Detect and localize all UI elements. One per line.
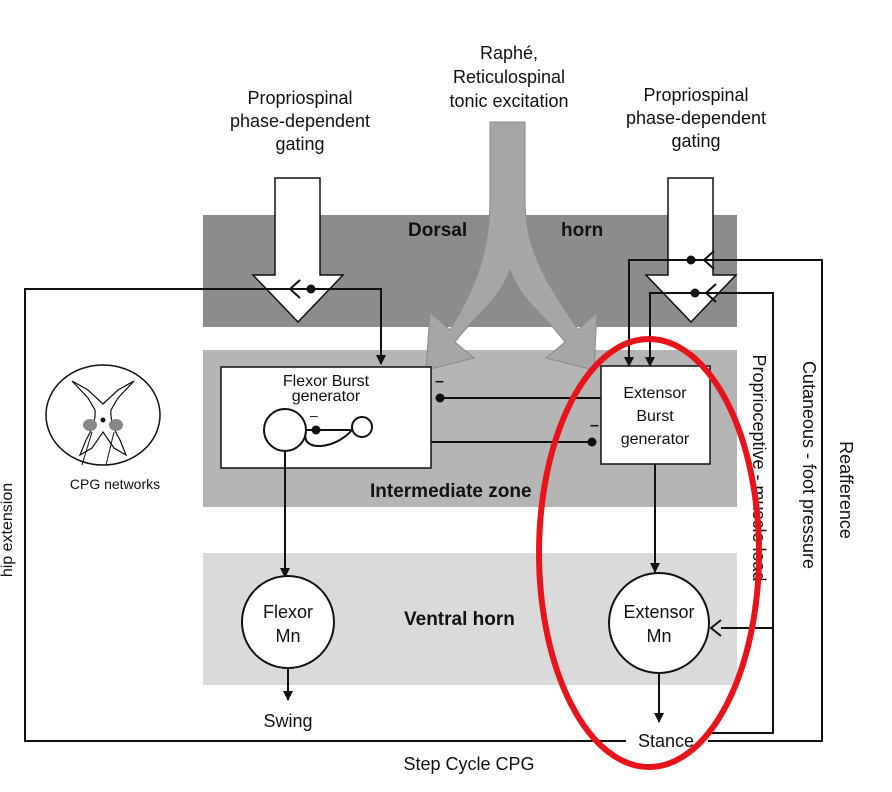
- flexor-neuron-small: [351, 416, 373, 438]
- swing-label: Swing: [263, 711, 312, 731]
- inhibition-minus-flexor: –: [435, 373, 444, 390]
- left-propriospinal-1: Propriospinal: [247, 88, 352, 108]
- inhibition-minus-extensor: –: [590, 417, 599, 434]
- flexor-loop: [304, 429, 353, 447]
- proprioceptive-synapse-dot: [690, 288, 700, 298]
- stance-label-bg: [626, 729, 706, 751]
- right-propriospinal-1: Propriospinal: [643, 85, 748, 105]
- cpg-networks-label: CPG networks: [70, 476, 160, 492]
- intermediate-zone-label: Intermediate zone: [370, 481, 532, 502]
- hip-extension-label: hip extension: [0, 483, 16, 577]
- extensor-burst-generator: [600, 365, 711, 465]
- hip-extension-pathway: [24, 288, 655, 742]
- cutaneous-synapse-dot: [686, 255, 696, 265]
- reafference-label: Reafference: [836, 441, 856, 539]
- extensor-burst-label-3: generator: [621, 431, 690, 448]
- left-propriospinal-3: gating: [275, 134, 324, 154]
- flexor-burst-label-1: Flexor Burst: [283, 373, 370, 390]
- cutaneous-label: Cutaneous - foot pressure: [799, 361, 819, 569]
- flexor-inhibit-dot: [311, 425, 321, 435]
- cutaneous-synapse: [702, 250, 715, 270]
- horn-label: horn: [561, 220, 603, 241]
- extensor-mn-synapse: [709, 619, 722, 637]
- highlight-annotation-ellipse: [536, 336, 762, 770]
- flexor-burst-generator: [220, 366, 432, 469]
- raphe-label-3: tonic excitation: [449, 91, 568, 111]
- step-cycle-cpg-label: Step Cycle CPG: [403, 754, 534, 774]
- extensor-burst-label-1: Extensor: [623, 385, 687, 402]
- raphe-label-2: Reticulospinal: [453, 67, 565, 87]
- extensor-burst-label-2: Burst: [636, 408, 674, 425]
- stance-label: Stance: [638, 731, 694, 751]
- raphe-label-1: Raphé,: [480, 43, 538, 63]
- left-gating-arrow: [251, 177, 345, 324]
- flexor-mn-label-2: Mn: [275, 626, 300, 646]
- left-synapse-dot: [306, 284, 316, 294]
- proprioceptive-synapse: [704, 283, 717, 303]
- flexor-burst-label-2: generator: [292, 388, 361, 405]
- flexor-mn-label-1: Flexor: [263, 602, 313, 622]
- flexor-mn: [241, 575, 335, 669]
- cutaneous-pathway: [624, 259, 823, 742]
- spinal-cord-icon: [45, 364, 161, 466]
- extensor-mn-label-2: Mn: [646, 626, 671, 646]
- inhibition-dot-flexor: [435, 393, 445, 403]
- right-propriospinal-3: gating: [671, 131, 720, 151]
- extensor-mn: [608, 572, 710, 674]
- flexor-neuron-large: [263, 408, 307, 452]
- dorsal-label: Dorsal: [408, 220, 467, 241]
- proprioceptive-pathway: [645, 292, 774, 734]
- flexor-inner-minus: –: [310, 407, 318, 423]
- proprioceptive-label: Proprioceptive - muscle load: [749, 354, 769, 581]
- left-propriospinal-2: phase-dependent: [230, 111, 370, 131]
- raphe-excitation-arrow: [425, 121, 598, 371]
- inhibition-dot-extensor: [587, 437, 597, 447]
- right-propriospinal-2: phase-dependent: [626, 108, 766, 128]
- left-synapse: [288, 279, 301, 299]
- extensor-mn-label-1: Extensor: [623, 602, 694, 622]
- ventral-horn-label: Ventral horn: [404, 609, 515, 630]
